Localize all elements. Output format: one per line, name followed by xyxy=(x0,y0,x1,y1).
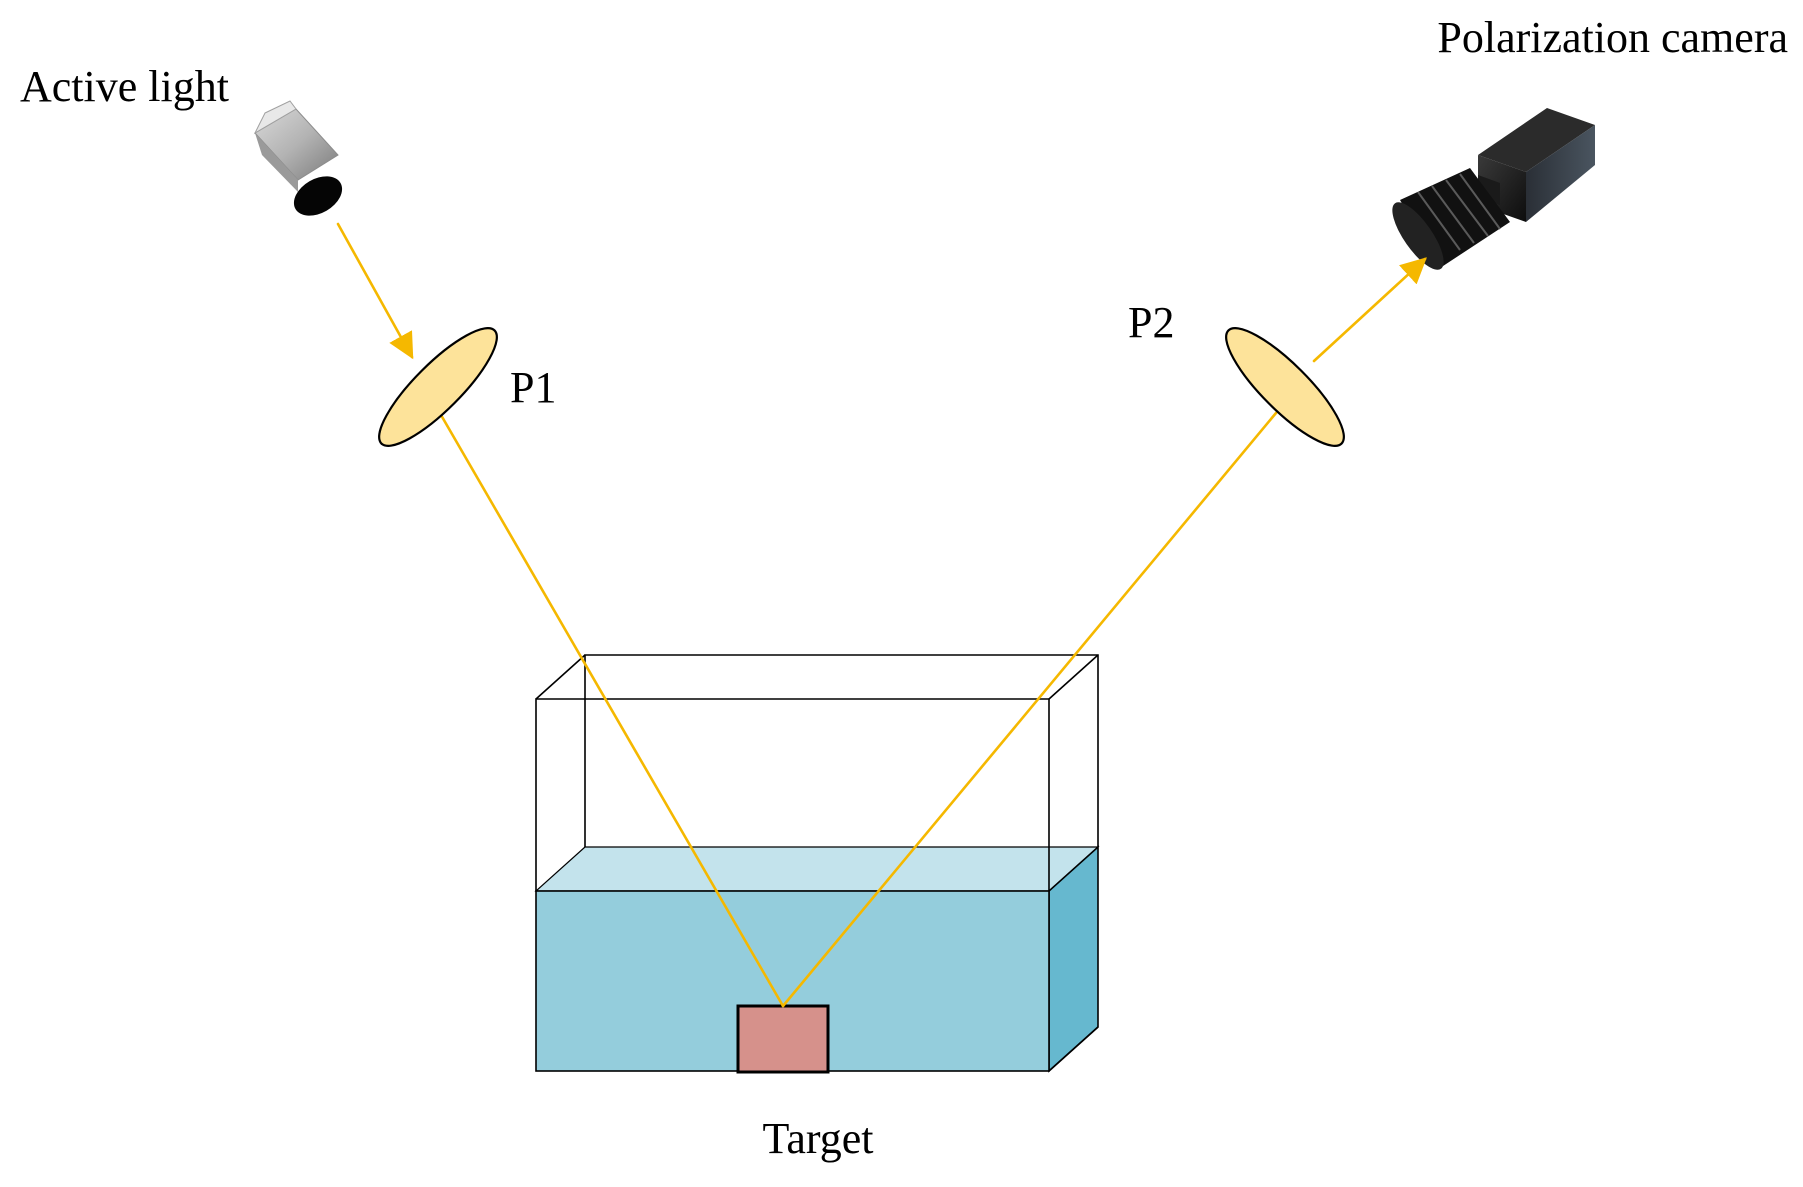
target-object xyxy=(736,1004,830,1074)
tank-top-left-edge xyxy=(535,654,586,700)
polarizer-p2 xyxy=(1225,327,1345,447)
water-surface xyxy=(534,846,1100,892)
label-target: Target xyxy=(763,1114,874,1163)
polarization-camera-icon xyxy=(1392,108,1595,270)
polarizer-p1 xyxy=(378,327,498,447)
beam-p2-to-camera xyxy=(1312,257,1427,363)
label-active-light: Active light xyxy=(20,62,229,111)
water-tank xyxy=(535,654,1099,847)
label-p1: P1 xyxy=(510,363,556,412)
tank-bottom-back-edge xyxy=(1048,1026,1099,1072)
beam-p1-to-target xyxy=(439,413,785,1008)
beam-target-to-p2 xyxy=(781,411,1278,1008)
label-p2: P2 xyxy=(1128,298,1174,347)
tank-back-edges xyxy=(584,654,1099,847)
beam-light-to-p1 xyxy=(336,222,414,360)
tank-top-right-edge xyxy=(1048,654,1099,700)
label-polarization-camera: Polarization camera xyxy=(1437,13,1788,62)
active-light-lamp-icon xyxy=(253,100,343,216)
tank-front-frame xyxy=(535,698,1050,891)
